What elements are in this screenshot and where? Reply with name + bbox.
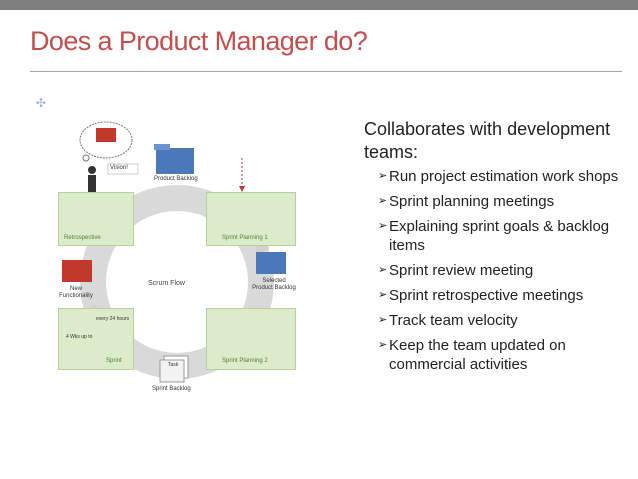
sprint-planning-2-label: Sprint Planning 2 [222,358,268,364]
bullet-star-icon: ✣ [36,96,47,110]
product-backlog-folder-icon [156,148,194,174]
list-item: ➢Explaining sprint goals & backlog items [378,217,634,255]
new-functionality-label: New Functionality [59,286,93,299]
scrum-flow-diagram: Vision! Product Backlog Retrospective Sp… [56,120,298,404]
retrospective-panel [58,192,134,246]
list-item-text: Explaining sprint goals & backlog items [389,218,610,254]
lead-text: Collaborates with development teams: [364,119,611,162]
sprint-planning-1-label: Sprint Planning 1 [222,235,268,241]
list-item-text: Track team velocity [389,312,518,329]
scrum-flow-label: Scrum Flow [148,280,185,287]
list-item-text: Sprint review meeting [389,262,534,279]
list-item: ➢Sprint review meeting [378,261,634,280]
slide-title: Does a Product Manager do? [30,26,368,56]
retrospective-label: Retrospective [64,235,101,241]
list-item: ➢Run project estimation work shops [378,167,634,186]
sprint-cycle-label: 4 Wks up to [66,334,93,340]
responsibility-list: ➢Run project estimation work shops ➢Spri… [364,167,634,374]
person-icon [88,166,96,174]
list-item: ➢Sprint retrospective meetings [378,286,634,305]
arrow-bullet-icon: ➢ [378,170,388,182]
sprint-planning-2-panel [206,308,296,370]
sprint-planning-1-panel [206,192,296,246]
scrum-cycle-graphic [62,121,286,383]
list-item-text: Sprint planning meetings [389,193,555,210]
arrow-bullet-icon: ➢ [378,195,388,207]
vision-label: Vision! [110,165,128,171]
list-item: ➢Track team velocity [378,311,634,330]
slide-content: Collaborates with development teams: ➢Ru… [364,118,634,380]
list-item: ➢Keep the team updated on commercial act… [378,336,634,374]
list-item-text: Sprint retrospective meetings [389,287,584,304]
sprint-panel [58,308,134,370]
product-backlog-label: Product Backlog [154,176,198,182]
daily-scrum-label: every 24 hours [96,316,130,322]
title-divider [30,71,622,72]
vision-box [107,163,139,175]
sprint-backlog-label: Sprint Backlog [152,386,191,392]
sprint-label: Sprint [106,358,122,364]
selected-backlog-folder-icon [256,252,286,274]
selected-backlog-label: Selected Product Backlog [252,278,296,291]
product-box-icon [96,128,116,142]
list-item: ➢Sprint planning meetings [378,192,634,211]
arrow-bullet-icon: ➢ [378,314,388,326]
new-functionality-box-icon [62,260,92,282]
task-label: Task [168,362,179,368]
arrow-bullet-icon: ➢ [378,339,388,351]
top-bar [0,0,638,10]
arrow-bullet-icon: ➢ [378,289,388,301]
list-item-text: Keep the team updated on commercial acti… [389,337,566,373]
arrow-bullet-icon: ➢ [378,264,388,276]
arrow-bullet-icon: ➢ [378,220,388,232]
list-item-text: Run project estimation work shops [389,168,619,185]
